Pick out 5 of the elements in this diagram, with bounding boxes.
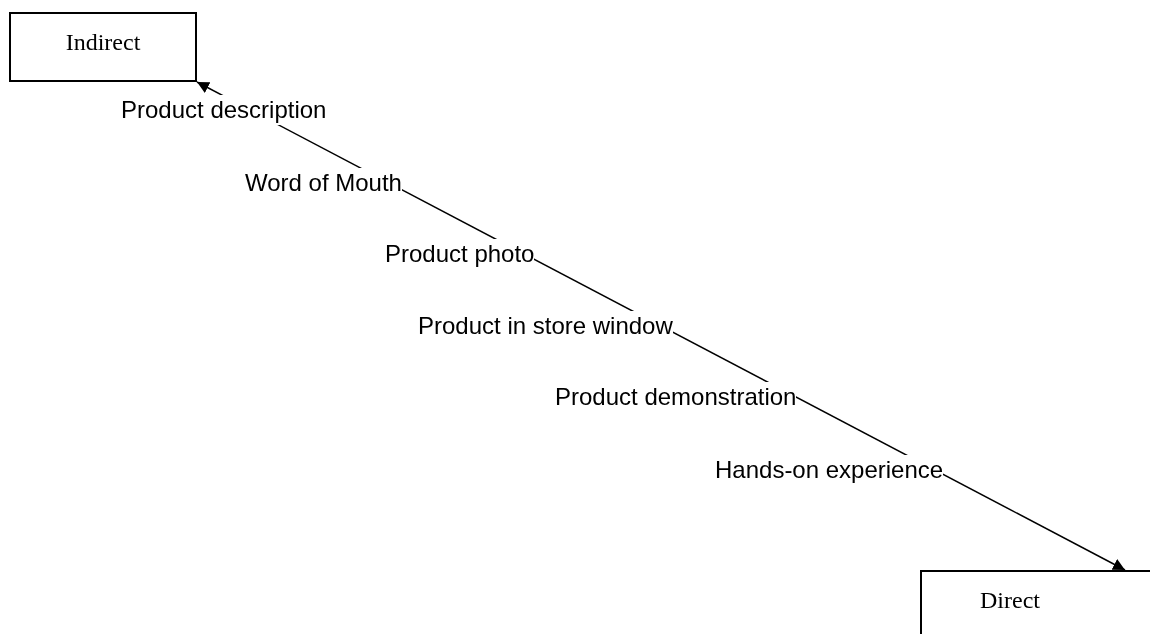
label-box: Direct: [920, 570, 1150, 634]
scale-label: Product description: [121, 95, 327, 125]
label-box: Indirect: [9, 12, 197, 82]
scale-label: Hands-on experience: [715, 455, 944, 485]
scale-label: Product photo: [385, 239, 535, 269]
